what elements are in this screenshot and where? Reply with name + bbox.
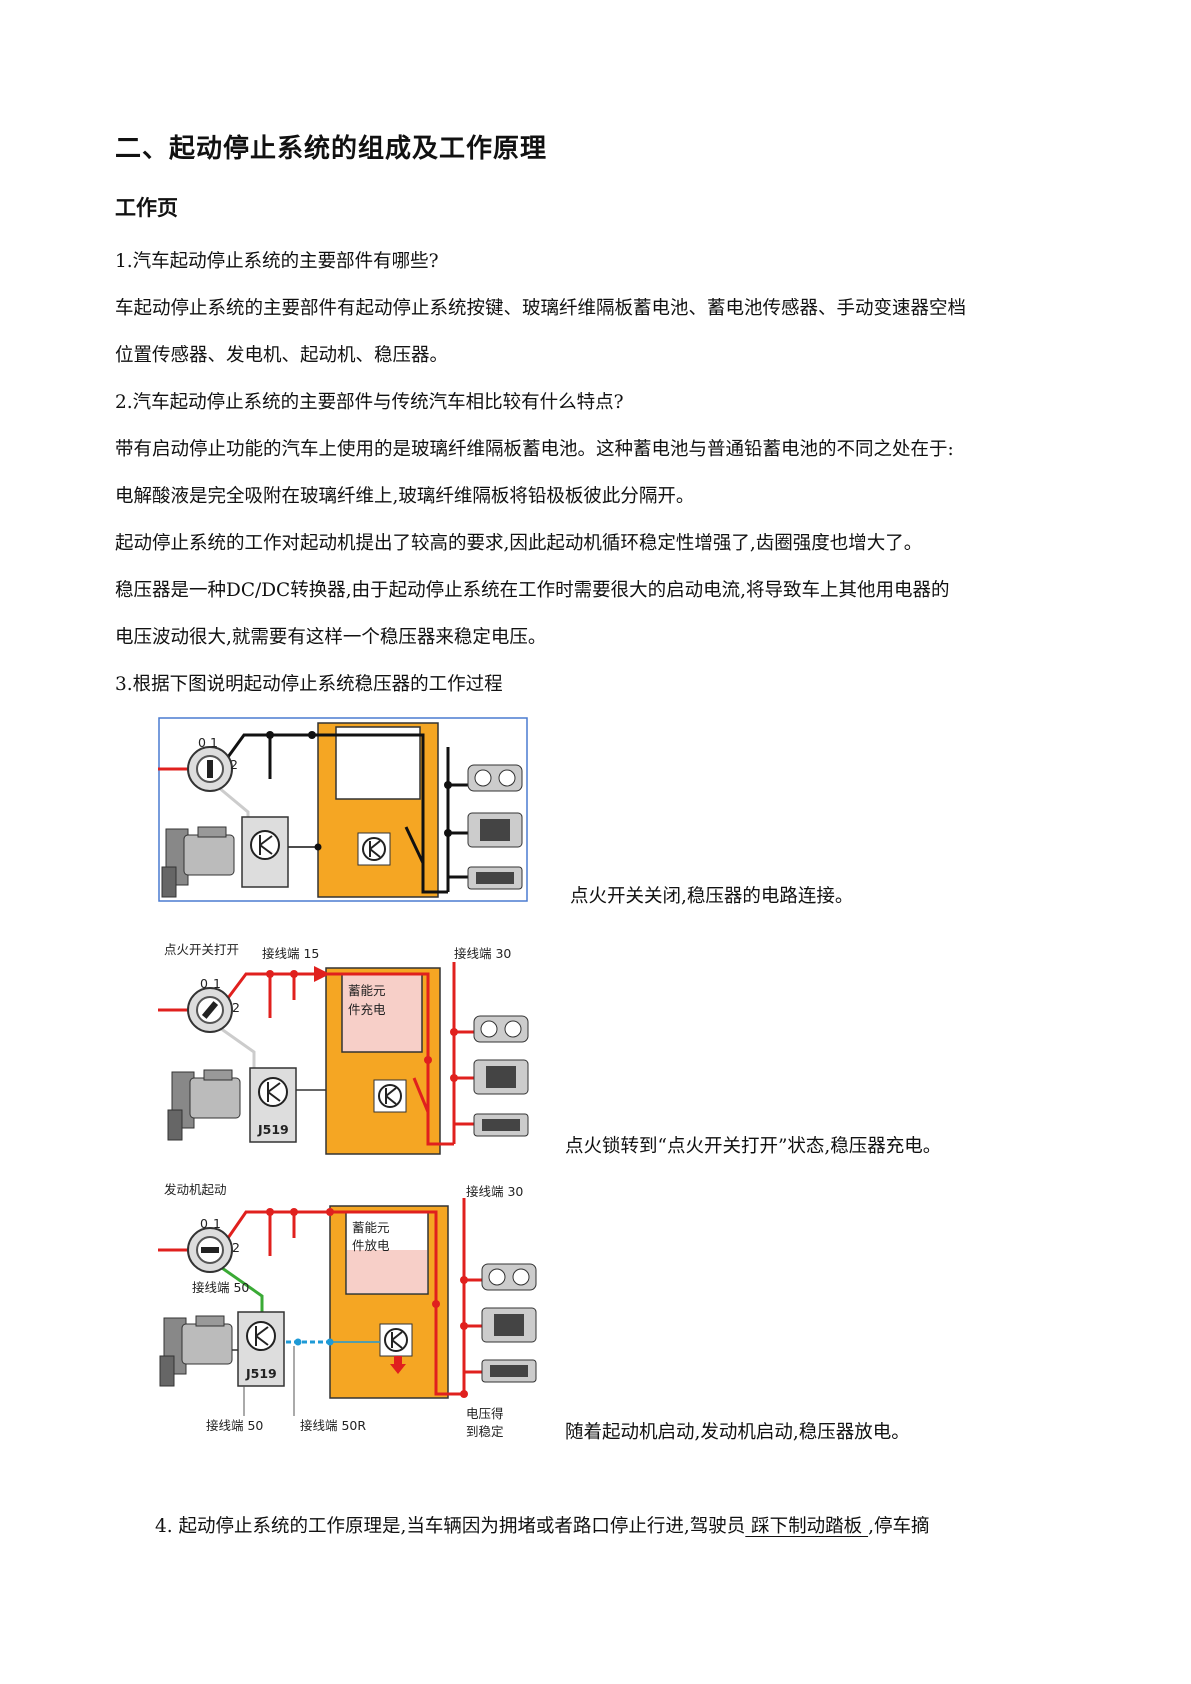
label-terminal-50-upper: 接线端 50 bbox=[192, 1280, 249, 1295]
question-1: 1.汽车起动停止系统的主要部件有哪些? bbox=[115, 251, 439, 272]
figure-ignition-off: 0 1 2 bbox=[158, 717, 528, 902]
switch-pos-0: 0 bbox=[198, 735, 206, 750]
radio-navigation-icon bbox=[467, 812, 523, 848]
label-storage-1: 蓄能元 bbox=[348, 983, 386, 998]
switch-pos-2: 2 bbox=[232, 1000, 240, 1015]
label-j519: J519 bbox=[245, 1366, 277, 1381]
radio-navigation-icon bbox=[481, 1307, 537, 1343]
question-4: 4. 起动停止系统的工作原理是,当车辆因为拥堵或者路口停止行进,驾驶员 踩下制动… bbox=[155, 1512, 929, 1538]
climate-control-icon bbox=[481, 1359, 537, 1383]
caption-figure-1: 点火开关关闭,稳压器的电路连接。 bbox=[570, 886, 854, 907]
answer-2-line-1: 带有启动停止功能的汽车上使用的是玻璃纤维隔板蓄电池。这种蓄电池与普通铅蓄电池的不… bbox=[115, 439, 954, 460]
section-title: 二、起动停止系统的组成及工作原理 bbox=[115, 134, 548, 164]
storage-element bbox=[335, 726, 421, 800]
starter-motor-icon bbox=[167, 1069, 241, 1141]
caption-figure-3: 随着起动机启动,发动机启动,稳压器放电。 bbox=[565, 1422, 910, 1443]
answer-1-line-1: 车起动停止系统的主要部件有起动停止系统按键、玻璃纤维隔板蓄电池、蓄电池传感器、手… bbox=[115, 298, 967, 319]
figure-engine-start-discharging: 发动机起动 接线端 30 蓄能元 件放电 0 1 bbox=[158, 1182, 537, 1439]
starter-motor-icon bbox=[161, 826, 235, 898]
answer-2-line-3: 起动停止系统的工作对起动机提出了较高的要求,因此起动机循环稳定性增强了,齿圈强度… bbox=[115, 533, 923, 554]
label-storage-2: 件放电 bbox=[352, 1238, 390, 1253]
discharge-arrow-icon bbox=[390, 1364, 406, 1374]
switch-pos-1: 1 bbox=[213, 1216, 221, 1231]
question-2: 2.汽车起动停止系统的主要部件与传统汽车相比较有什么特点? bbox=[115, 392, 624, 413]
worksheet-heading: 工作页 bbox=[115, 196, 178, 220]
label-terminal-30: 接线端 30 bbox=[466, 1184, 523, 1199]
instrument-cluster-icon bbox=[467, 764, 523, 792]
answer-1-line-2: 位置传感器、发电机、起动机、稳压器。 bbox=[115, 345, 449, 366]
starter-motor-icon bbox=[159, 1315, 233, 1387]
climate-control-icon bbox=[467, 866, 523, 890]
switch-pos-0: 0 bbox=[200, 976, 208, 991]
radio-navigation-icon bbox=[473, 1059, 529, 1095]
question-3: 3.根据下图说明起动停止系统稳压器的工作过程 bbox=[115, 674, 503, 695]
question-4-answer: 踩下制动踏板 bbox=[745, 1516, 869, 1537]
label-storage-1: 蓄能元 bbox=[352, 1220, 390, 1235]
body-text: 1.汽车起动停止系统的主要部件有哪些? 车起动停止系统的主要部件有起动停止系统按… bbox=[115, 238, 1095, 708]
storage-element-charging bbox=[341, 973, 423, 1053]
switch-pos-0: 0 bbox=[200, 1216, 208, 1231]
label-j519: J519 bbox=[257, 1122, 289, 1137]
switch-pos-2: 2 bbox=[230, 757, 238, 772]
answer-2-line-4: 稳压器是一种DC/DC转换器,由于起动停止系统在工作时需要很大的启动电流,将导致… bbox=[115, 580, 950, 601]
label-voltage-stable-2: 到稳定 bbox=[466, 1424, 504, 1439]
label-terminal-15: 接线端 15 bbox=[262, 946, 319, 961]
label-terminal-50r: 接线端 50R bbox=[300, 1418, 366, 1433]
label-terminal-50-lower: 接线端 50 bbox=[206, 1418, 263, 1433]
switch-pos-1: 1 bbox=[210, 735, 218, 750]
figure-ignition-on-charging: 点火开关打开 接线端 15 接线端 30 蓄能元 件充电 0 1 2 bbox=[158, 942, 529, 1155]
answer-2-line-2: 电解酸液是完全吸附在玻璃纤维上,玻璃纤维隔板将铅极板彼此分隔开。 bbox=[115, 486, 695, 507]
instrument-cluster-icon bbox=[481, 1263, 537, 1291]
question-4-suffix: ,停车摘 bbox=[868, 1516, 930, 1537]
instrument-cluster-icon bbox=[473, 1015, 529, 1043]
label-ignition-on: 点火开关打开 bbox=[164, 942, 239, 957]
label-engine-start: 发动机起动 bbox=[164, 1182, 227, 1197]
caption-figure-2: 点火锁转到“点火开关打开”状态,稳压器充电。 bbox=[565, 1136, 942, 1157]
charge-arrow-icon bbox=[314, 966, 330, 982]
label-terminal-30: 接线端 30 bbox=[454, 946, 511, 961]
switch-pos-1: 1 bbox=[213, 976, 221, 991]
switch-pos-2: 2 bbox=[232, 1240, 240, 1255]
question-4-prefix: 4. 起动停止系统的工作原理是,当车辆因为拥堵或者路口停止行进,驾驶员 bbox=[155, 1516, 746, 1537]
label-voltage-stable-1: 电压得 bbox=[466, 1406, 504, 1421]
climate-control-icon bbox=[473, 1113, 529, 1137]
answer-2-line-5: 电压波动很大,就需要有这样一个稳压器来稳定电压。 bbox=[115, 627, 547, 648]
label-storage-2: 件充电 bbox=[348, 1002, 386, 1017]
